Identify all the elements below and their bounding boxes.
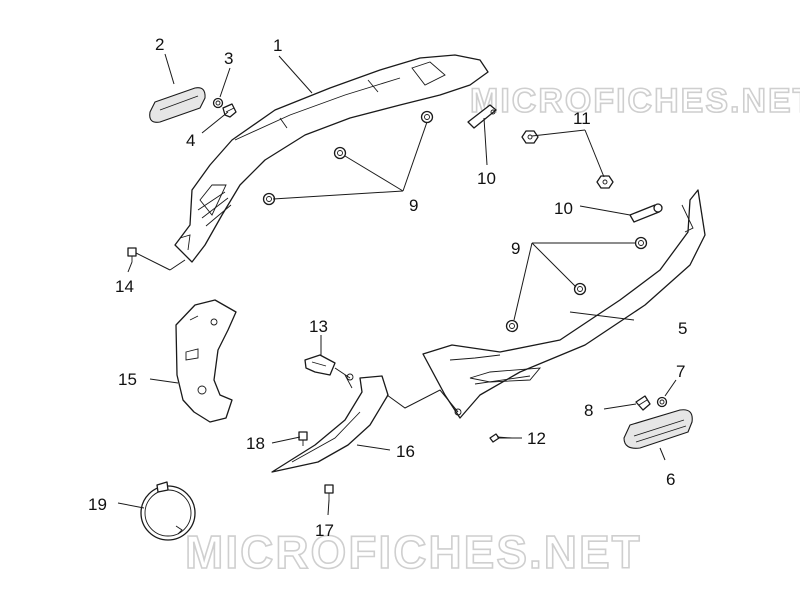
callout-2: 2	[155, 35, 164, 54]
callout-10-upper: 10	[477, 169, 496, 188]
part-13-bracket	[304, 354, 336, 376]
part-19-round-cap	[140, 481, 196, 541]
part-1-upper-panel	[174, 54, 489, 263]
callout-1: 1	[273, 36, 282, 55]
part-17-screw	[324, 484, 334, 500]
part-11-nut-upper	[521, 130, 539, 144]
callout-17: 17	[315, 521, 334, 540]
part-2-lens	[149, 87, 206, 123]
callout-5: 5	[678, 319, 687, 338]
callout-6: 6	[666, 470, 675, 489]
watermark-bottom: MICROFICHES.NET	[185, 526, 642, 578]
part-11-nut-lower	[596, 175, 614, 189]
callout-14: 14	[115, 277, 134, 296]
part-8-bulb-holder	[635, 395, 651, 411]
part-14-screw	[127, 247, 137, 262]
part-9-grommets-lower	[505, 236, 648, 333]
callout-13: 13	[309, 317, 328, 336]
callout-15: 15	[118, 370, 137, 389]
callout-18: 18	[246, 434, 265, 453]
callout-11: 11	[573, 109, 591, 128]
callout-9-lower: 9	[511, 239, 520, 258]
watermark-top: MICROFICHES.NET	[470, 82, 800, 120]
callout-labels: 1 2 3 4 5 6 7 8 9 9 10 10 11 12 13 14 15…	[88, 35, 687, 540]
part-10-clip-lower	[629, 203, 663, 223]
part-5-lower-panel	[422, 189, 706, 419]
callout-19: 19	[88, 495, 107, 514]
leader-lines	[117, 53, 677, 516]
callout-8: 8	[584, 401, 593, 420]
part-7-bulb	[656, 396, 668, 408]
callout-10-lower: 10	[554, 199, 573, 218]
part-6-lens	[623, 409, 693, 449]
part-10-clip-upper	[467, 104, 497, 129]
part-18-screw	[298, 431, 308, 446]
part-3-bulb	[212, 97, 224, 109]
part-16-lower-cover	[271, 373, 389, 473]
callout-4: 4	[186, 131, 195, 150]
callout-12: 12	[527, 429, 546, 448]
callout-7: 7	[676, 362, 685, 381]
callout-3: 3	[224, 49, 233, 68]
callout-9-top: 9	[409, 196, 418, 215]
callout-16: 16	[396, 442, 415, 461]
part-9-grommets-top	[262, 110, 434, 206]
part-15-side-cover	[175, 299, 237, 423]
